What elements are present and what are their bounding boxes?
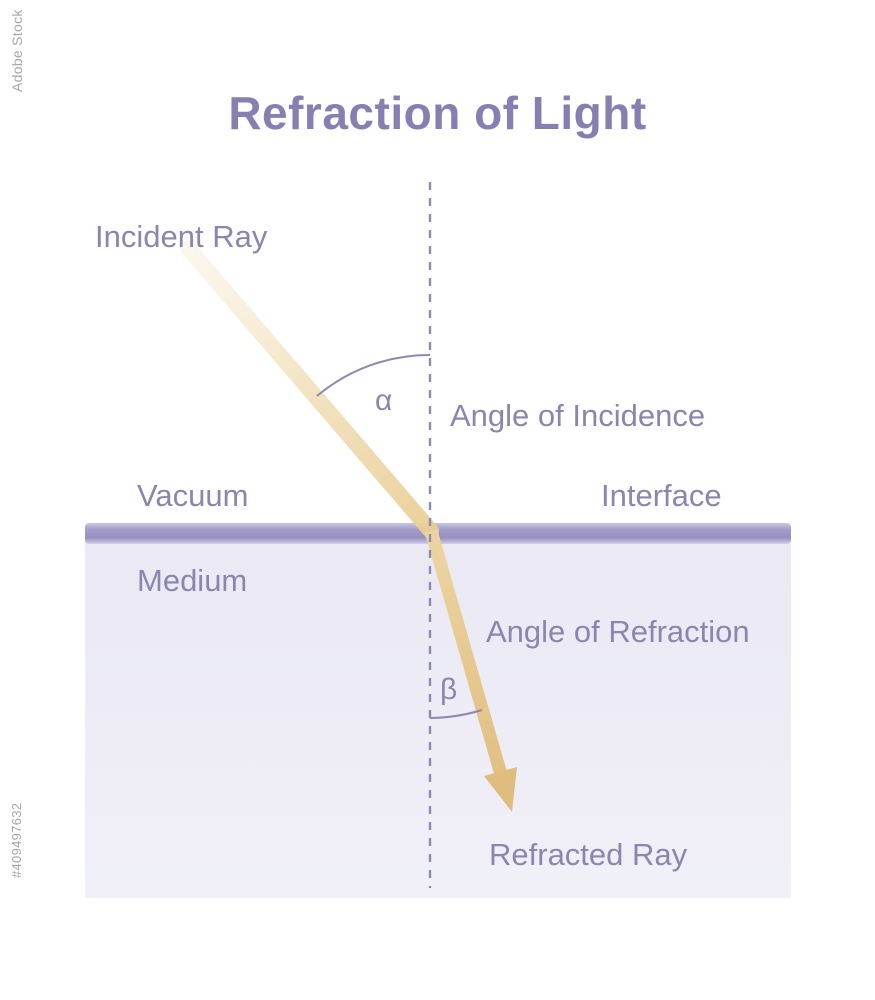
alpha-angle-label: α [375,384,393,417]
vacuum-label: Vacuum [137,478,249,513]
incident-ray-label: Incident Ray [95,219,268,254]
alpha-angle-arc [316,353,431,397]
medium-label: Medium [137,563,248,598]
medium-region [85,534,791,898]
refracted-ray-arrowhead [484,767,517,812]
refracted-ray-label: Refracted Ray [489,837,688,872]
diagram-title: Refraction of Light [228,87,647,139]
beta-angle-arc [429,709,483,719]
interface-label: Interface [601,478,722,513]
incident-ray-beam [180,240,439,539]
watermark-id: #409497632 [9,802,24,878]
beta-angle-label: β [440,673,458,706]
watermark-brand: Adobe Stock [9,9,25,92]
angle-of-incidence-label: Angle of Incidence [450,398,706,433]
refracted-ray-beam [424,529,509,780]
angle-of-refraction-label: Angle of Refraction [486,614,750,649]
